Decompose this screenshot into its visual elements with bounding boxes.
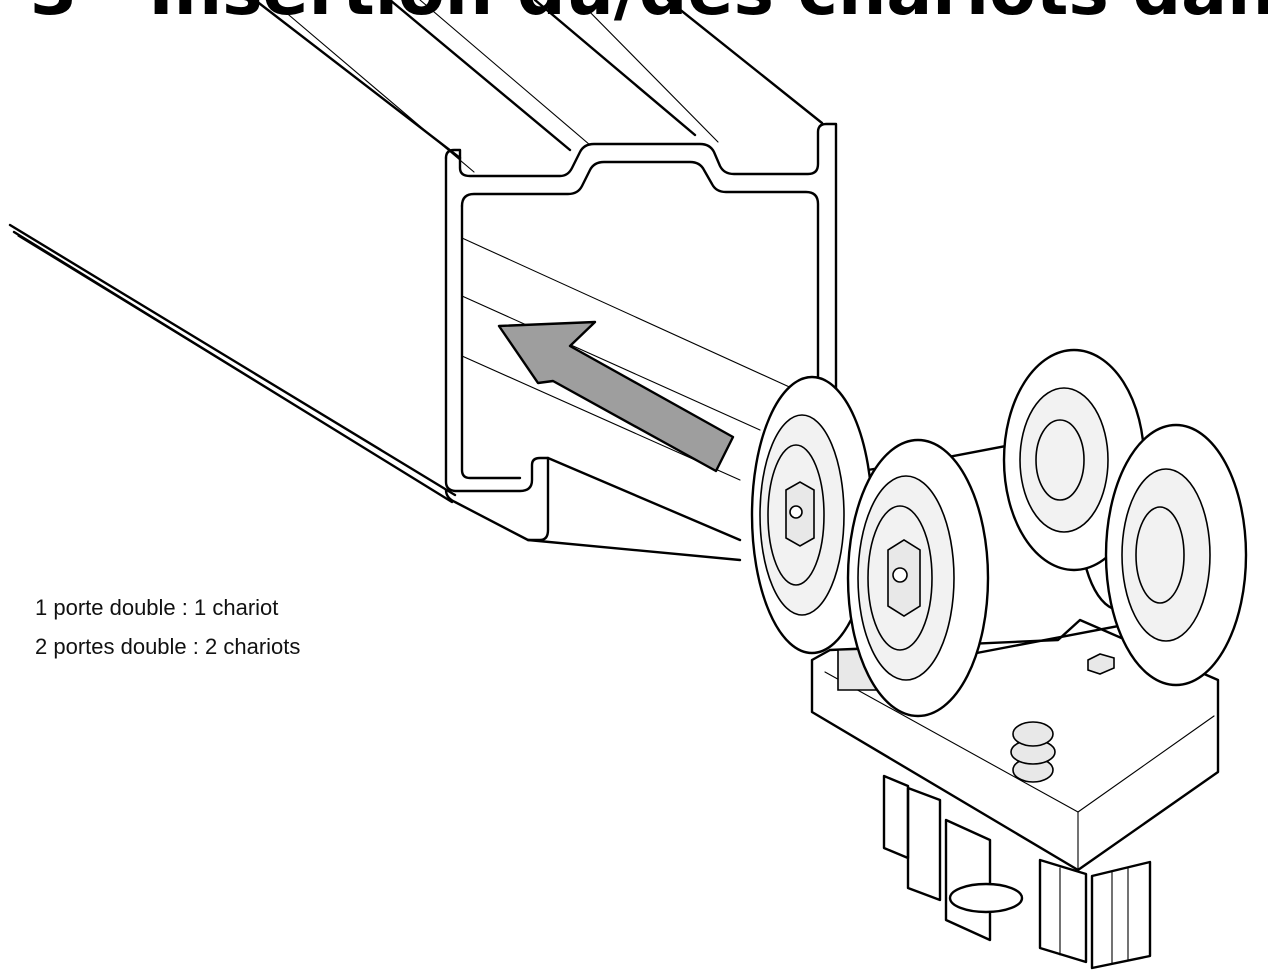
rear-wheel-right	[1104, 423, 1248, 687]
front-wheel-right	[846, 438, 990, 718]
front-wheel-left	[750, 375, 874, 655]
step-number: 3	[30, 0, 77, 31]
page-title: 3 Insertion du/des chariots dans le rail	[30, 0, 1268, 32]
step-title: Insertion du/des chariots dans le rail	[148, 0, 1268, 31]
caption-double-door: 2 portes double : 2 chariots	[35, 634, 301, 659]
insertion-arrow	[497, 320, 735, 473]
caption-single-door: 1 porte double : 1 chariot	[35, 595, 279, 620]
rail-profile	[8, 0, 838, 562]
carriage	[750, 348, 1248, 970]
